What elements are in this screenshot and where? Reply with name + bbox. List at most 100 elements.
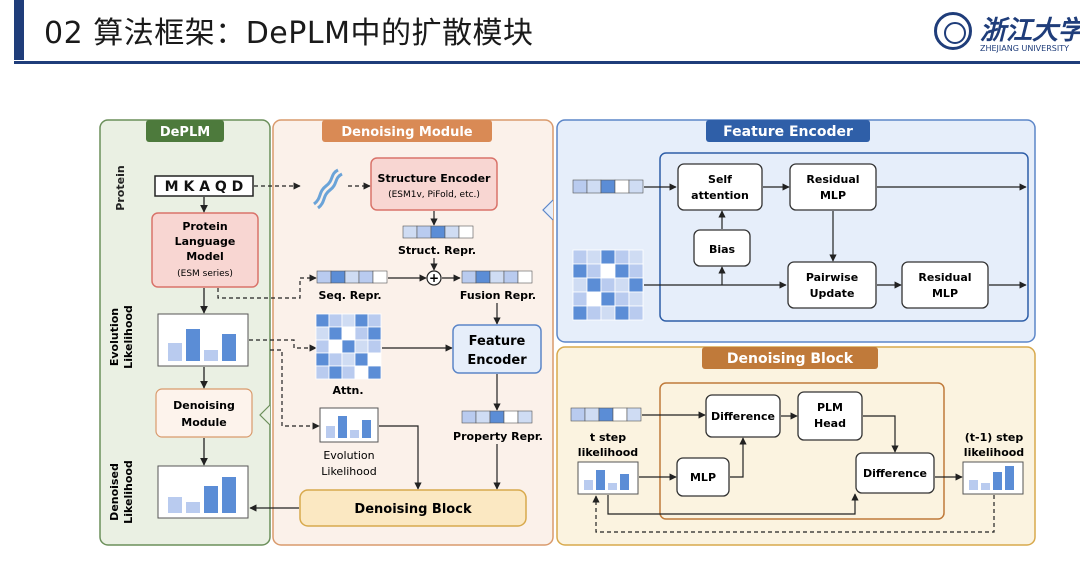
property-repr-vector bbox=[461, 410, 533, 424]
mlp-box bbox=[676, 457, 730, 497]
pairwise-update-line2: Update bbox=[810, 287, 855, 300]
protein-structure-icon bbox=[313, 168, 343, 210]
difference-top-label: Difference bbox=[711, 410, 775, 423]
self-attention-box bbox=[677, 163, 763, 211]
denoised-side-label-1: Denoised bbox=[108, 463, 121, 521]
seq-repr-vector bbox=[316, 270, 388, 284]
denoising-module-tab bbox=[322, 120, 492, 142]
evolution-side-label-2: Likelihood bbox=[122, 305, 135, 369]
ts-bar-3 bbox=[608, 483, 617, 490]
pairwise-update-box bbox=[787, 261, 877, 309]
structure-encoder-box bbox=[370, 157, 498, 211]
fusion-repr-label: Fusion Repr. bbox=[460, 289, 536, 302]
plm-head-box bbox=[797, 391, 863, 441]
slide-title: 02 算法框架：DePLM中的扩散模块 bbox=[44, 16, 534, 51]
db-input-vector bbox=[570, 407, 642, 422]
feature-encoder-tab-label: Feature Encoder bbox=[723, 124, 853, 140]
header-accent-bar bbox=[14, 0, 24, 60]
denoising-module-line1: Denoising bbox=[173, 399, 235, 412]
difference-bottom-label: Difference bbox=[863, 467, 927, 480]
logo-english: ZHEJIANG UNIVERSITY bbox=[980, 44, 1069, 53]
evo-bar-1 bbox=[168, 343, 182, 361]
denoising-block-label: Denoising Block bbox=[354, 502, 472, 517]
deplm-tab bbox=[146, 120, 224, 142]
self-attention-line2: attention bbox=[691, 189, 749, 202]
fe-input-vector bbox=[572, 179, 644, 194]
denoising-module-tab-label: Denoising Module bbox=[341, 125, 472, 140]
plm-head-line2: Head bbox=[814, 417, 846, 430]
header-rule bbox=[14, 61, 1080, 64]
feature-encoder-tab bbox=[706, 120, 870, 142]
evolution-likelihood-line1: Evolution bbox=[323, 449, 374, 462]
evolution-side-label-1: Evolution bbox=[108, 308, 121, 366]
sequence-box bbox=[154, 175, 254, 197]
plm-head-line1: PLM bbox=[817, 401, 843, 414]
logo-chinese: 浙江大学 bbox=[980, 16, 1080, 46]
plm-line4: (ESM series) bbox=[177, 269, 233, 279]
den-bar-3 bbox=[204, 486, 218, 513]
struct-repr-label: Struct. Repr. bbox=[398, 244, 476, 257]
denoising-block-tab bbox=[702, 347, 878, 369]
property-repr-label: Property Repr. bbox=[453, 430, 543, 443]
evo-bar-4 bbox=[222, 334, 236, 361]
residual-mlp-top-line2: MLP bbox=[820, 189, 846, 202]
deplm-tab-label: DePLM bbox=[160, 125, 210, 140]
evl-bar-3 bbox=[350, 430, 359, 438]
residual-mlp-top-line1: Residual bbox=[806, 173, 859, 186]
residual-mlp-box-top bbox=[789, 163, 877, 211]
plm-line1: Protein bbox=[182, 220, 227, 233]
fe-input-matrix bbox=[572, 249, 644, 321]
difference-box-top bbox=[705, 394, 781, 438]
t1-bar-3 bbox=[993, 472, 1002, 490]
evl-bar-4 bbox=[362, 420, 371, 438]
residual-mlp-bottom-line2: MLP bbox=[932, 287, 958, 300]
evl-bar-1 bbox=[326, 426, 335, 438]
t1-bar-4 bbox=[1005, 466, 1014, 490]
denoising-block-inner-frame bbox=[659, 382, 945, 520]
pairwise-update-line1: Pairwise bbox=[806, 271, 858, 284]
plus-operator-label: + bbox=[429, 271, 439, 285]
feature-encoder-box bbox=[452, 324, 542, 374]
attention-matrix bbox=[315, 313, 382, 380]
fusion-repr-vector bbox=[461, 270, 533, 284]
den-bar-1 bbox=[168, 497, 182, 513]
structure-encoder-line1: Structure Encoder bbox=[378, 172, 492, 185]
seq-repr-label: Seq. Repr. bbox=[318, 289, 381, 302]
residual-mlp-box-bottom bbox=[901, 261, 989, 309]
t1-bar-1 bbox=[969, 480, 978, 490]
evolution-likelihood-line2: Likelihood bbox=[321, 465, 376, 478]
struct-repr-vector bbox=[402, 225, 474, 239]
denoising-block-button bbox=[299, 489, 527, 527]
feature-encoder-inner-frame bbox=[659, 152, 1029, 322]
bias-label: Bias bbox=[709, 243, 736, 256]
t1-bar-2 bbox=[981, 483, 990, 490]
plm-box bbox=[151, 212, 259, 288]
denoised-side-label-2: Likelihood bbox=[122, 460, 135, 524]
denoising-module-box bbox=[155, 388, 253, 438]
university-logo: 浙江大学 ZHEJIANG UNIVERSITY bbox=[934, 10, 1080, 58]
denoising-block-tab-label: Denoising Block bbox=[727, 351, 854, 367]
t1-step-line2: likelihood bbox=[964, 446, 1024, 459]
ts-bar-4 bbox=[620, 474, 629, 490]
ts-bar-2 bbox=[596, 470, 605, 490]
self-attention-line1: Self bbox=[708, 173, 732, 186]
residual-mlp-bottom-line1: Residual bbox=[918, 271, 971, 284]
evl-bar-2 bbox=[338, 416, 347, 438]
plm-line2: Language bbox=[175, 235, 236, 248]
university-seal-icon bbox=[934, 12, 972, 50]
evo-bar-2 bbox=[186, 329, 200, 361]
t-step-line2: likelihood bbox=[578, 446, 638, 459]
t-step-line1: t step bbox=[590, 431, 626, 444]
plm-line3: Model bbox=[186, 250, 224, 263]
bias-box bbox=[693, 229, 751, 267]
difference-box-bottom bbox=[855, 452, 935, 494]
attn-label: Attn. bbox=[332, 384, 363, 397]
ts-bar-1 bbox=[584, 480, 593, 490]
structure-encoder-line2: (ESM1v, PiFold, etc.) bbox=[388, 190, 480, 200]
feature-encoder-line1: Feature bbox=[469, 334, 526, 349]
den-bar-4 bbox=[222, 477, 236, 513]
den-bar-2 bbox=[186, 502, 200, 513]
protein-sequence: M K A Q D bbox=[165, 179, 244, 195]
mlp-label: MLP bbox=[690, 471, 716, 484]
